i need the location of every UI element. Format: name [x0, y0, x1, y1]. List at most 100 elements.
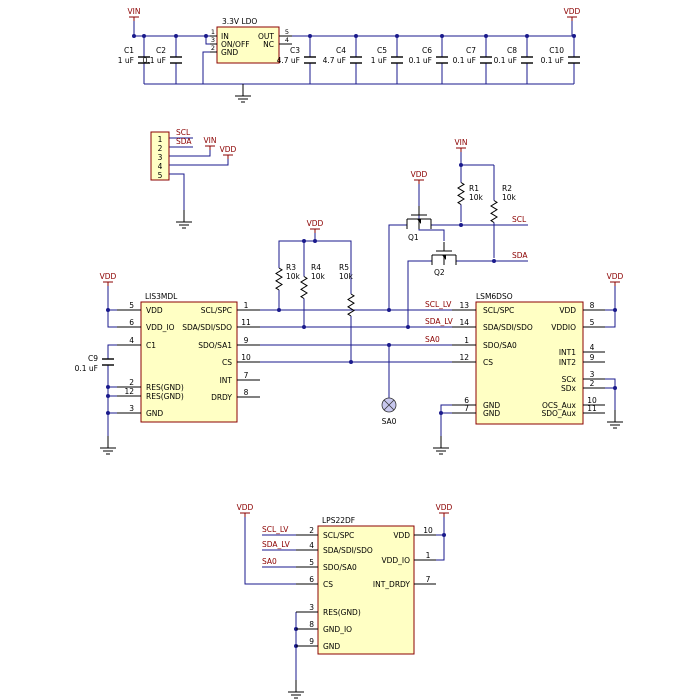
cap-value: 4.7 uF [323, 56, 346, 65]
lis3mdl-ground [100, 436, 116, 455]
lps-sa0-label: SA0 [262, 557, 277, 566]
lps-sda-label: SDA_LV [262, 540, 291, 549]
junction-dot [395, 34, 399, 38]
cap-ref: C3 [290, 46, 300, 55]
lsm6dso-pin-name: VDD [559, 306, 576, 315]
lsm6dso-gnd [440, 404, 452, 436]
lps-vddio [436, 535, 445, 561]
lis3mdl-pin-number: 8 [244, 388, 249, 397]
ldo-pin-name: IN [221, 32, 229, 41]
junction-dot [106, 385, 110, 389]
lis3mdl-pin-name: SDO/SA1 [198, 341, 232, 350]
components-layer [100, 16, 623, 699]
lsm6dso-pin-name: GND [483, 401, 500, 410]
cap-value: 0.1 uF [143, 56, 166, 65]
lps-scl-label: SCL_LV [262, 525, 289, 534]
power-label: VDD [411, 170, 428, 179]
lsm6dso-pin-number: 2 [590, 379, 595, 388]
vdd-rail [292, 21, 573, 37]
lsm6dso-scx-gnd [605, 378, 616, 410]
header-pin-number: 3 [158, 153, 163, 162]
cap-value: 1 uF [371, 56, 387, 65]
power-label: VIN [204, 136, 217, 145]
lis3mdl-pin-name: GND [146, 409, 163, 418]
lps22df-pin-number: 10 [423, 526, 433, 535]
lsm6dso-pin-number: 6 [464, 396, 469, 405]
lps22df-pin-number: 9 [309, 637, 314, 646]
junction-dot [442, 533, 446, 537]
lps-vdd [436, 517, 445, 536]
lis3mdl-pin-number: 5 [129, 301, 134, 310]
lis3mdl-pin-name: INT [220, 376, 233, 385]
header-gnd [169, 173, 185, 210]
junction-dot [492, 259, 496, 263]
scl-lv-vertical [388, 224, 407, 310]
sda-lv-label: SDA_LV [425, 317, 454, 326]
resistor-r5 [347, 293, 355, 317]
lps22df-pin-name: CS [323, 580, 333, 589]
lis3mdl-pin-number: 3 [129, 404, 134, 413]
junction-dot [308, 34, 312, 38]
lps22df-pin-name: VDD [393, 531, 410, 540]
junction-dot [440, 34, 444, 38]
cap-ref: C6 [422, 46, 432, 55]
lsm6dso-ground-left [433, 436, 449, 455]
junction-dot [613, 386, 617, 390]
junction-dot [387, 308, 391, 312]
transistor-ref: Q1 [408, 233, 419, 242]
junction-dot [106, 308, 110, 312]
cap-value: 4.7 uF [277, 56, 300, 65]
cap-value: 0.1 uF [494, 56, 517, 65]
ldo-pin-name: ON/OFF [221, 40, 250, 49]
power-label: VIN [128, 7, 141, 16]
lis3mdl-pin-name: DRDY [211, 393, 232, 402]
lsm6dso-pin-name: SDO/SA0 [483, 341, 517, 350]
lps22df-pin-name: SCL/SPC [323, 531, 354, 540]
lis3mdl-pin-number: 12 [124, 387, 134, 396]
lsm6dso-pin-number: 14 [459, 318, 469, 327]
junction-dot [142, 34, 146, 38]
lps22df-pin-name: GND [323, 642, 340, 651]
pullup-vin [460, 152, 494, 166]
ldo-pin-number: 5 [285, 28, 289, 36]
lps22df-pin-name: INT_DRDY [373, 580, 411, 589]
cap-ref: C7 [466, 46, 476, 55]
lis3mdl-pin-number: 10 [241, 353, 251, 362]
resistor-r3 [275, 267, 283, 291]
lps22df-pin-number: 5 [309, 558, 314, 567]
header-sda-label: SDA [176, 137, 192, 146]
lsm6dso-pin-name: CS [483, 358, 493, 367]
ldo-gnd [202, 51, 210, 84]
lis3mdl-pin-name: CS [222, 358, 232, 367]
lps22df-pin-name: SDO/SA0 [323, 563, 357, 572]
lsm6dso-vdd [605, 286, 616, 311]
lsm6dso-pin-number: 7 [464, 404, 469, 413]
res-ref: R2 [502, 184, 512, 193]
pullup-vdd-r [315, 240, 352, 248]
junction-dot [459, 223, 463, 227]
ldo-pin-name: NC [263, 40, 274, 49]
cap-ref: C10 [549, 46, 564, 55]
lis3mdl-pin-number: 4 [129, 336, 134, 345]
cap-value: 1 uF [118, 56, 134, 65]
vin-rail [133, 21, 210, 37]
junction-dot [106, 394, 110, 398]
header-ground [176, 210, 192, 229]
sda-net-label: SDA [512, 251, 528, 260]
lps22df-body [317, 525, 415, 655]
lsm6dso-name: LSM6DSO [476, 292, 513, 301]
lps22df-pin-name: RES(GND) [323, 608, 361, 617]
junction-dot [106, 411, 110, 415]
power-label: VDD [237, 503, 254, 512]
junction-dot [277, 308, 281, 312]
header-scl-label: SCL [176, 128, 191, 137]
lps22df-name: LPS22DF [322, 516, 355, 525]
resistor-r4 [300, 276, 308, 299]
lsm6dso-pin-name: SCL/SPC [483, 306, 514, 315]
lsm6dso-pin-name: SDx [561, 384, 577, 393]
lsm6dso-pin-name: SDA/SDI/SDO [483, 323, 533, 332]
ldo-pin-number: 4 [285, 36, 289, 44]
lsm6dso-pin-name: VDDIO [551, 323, 576, 332]
